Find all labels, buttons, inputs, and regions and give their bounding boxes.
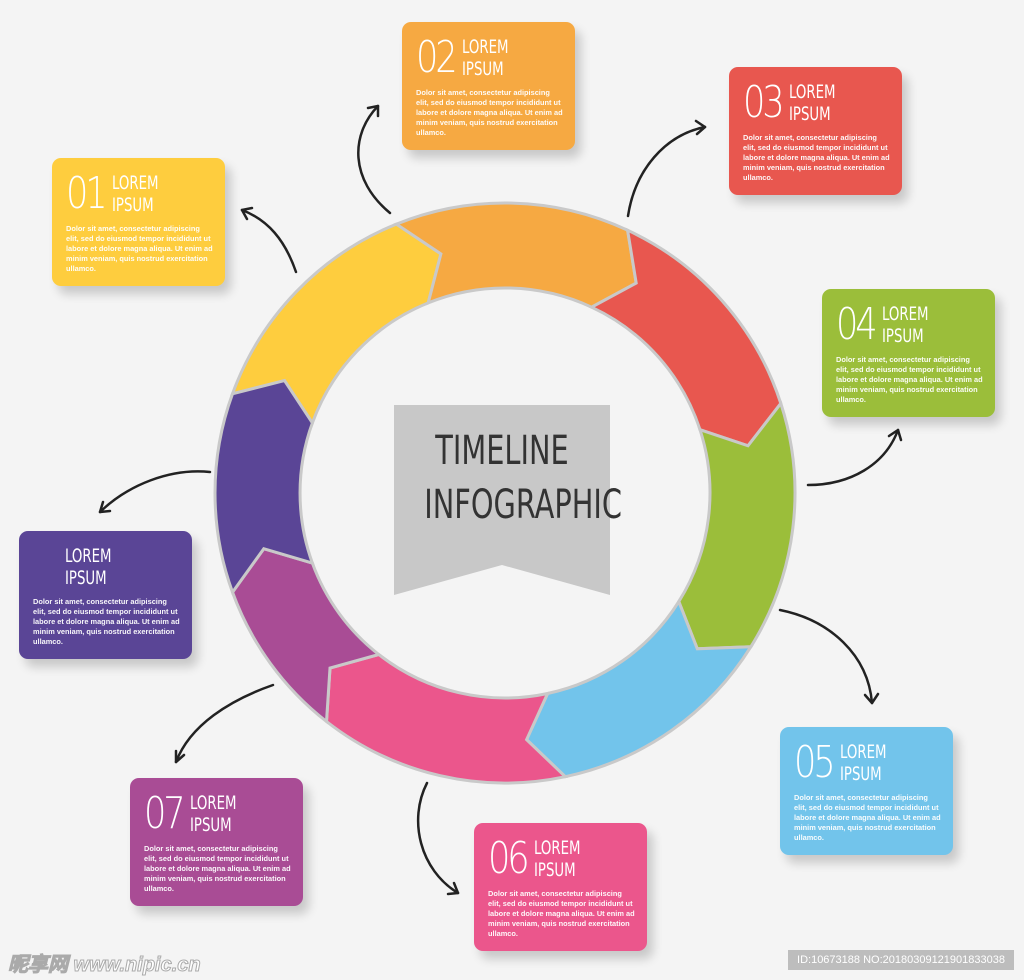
arrow-07 (174, 683, 275, 764)
step-title-line-1: LOREM (789, 81, 836, 103)
step-number: 07 (144, 788, 186, 839)
step-title-line-1: LOREM (840, 741, 887, 763)
step-title-line-1: LOREM (882, 303, 929, 325)
arrow-03 (626, 125, 707, 218)
arrow-06 (416, 781, 460, 895)
step-title-line-2: IPSUM (882, 325, 924, 347)
step-title-line-1: LOREM (112, 172, 159, 194)
step-title-line-2: IPSUM (112, 194, 154, 216)
step-title-line-2: IPSUM (65, 567, 107, 589)
step-number: 04 (836, 299, 878, 350)
step-description: Dolor sit amet, consectetur adipiscing e… (743, 133, 890, 182)
step-title-line-2: IPSUM (190, 814, 232, 836)
ring-segment-6 (324, 652, 569, 785)
step-title-line-1: LOREM (65, 545, 112, 567)
step-number: 05 (794, 737, 836, 788)
step-title-line-1: LOREM (534, 837, 581, 859)
arrows (98, 104, 903, 896)
step-description: Dolor sit amet, consectetur adipiscing e… (488, 889, 635, 938)
title-banner (394, 405, 610, 595)
step-number: 02 (416, 32, 458, 83)
step-number: 06 (488, 833, 530, 884)
watermark-id: ID:10673188 NO:20180309121901833038 (788, 950, 1014, 970)
step-number: 01 (66, 168, 108, 219)
step-description: Dolor sit amet, consectetur adipiscing e… (33, 597, 180, 646)
step-title-line-1: LOREM (190, 792, 237, 814)
step-title-line-1: LOREM (462, 36, 509, 58)
ring-segment-8 (213, 378, 315, 596)
watermark-logo: 昵享网 www.nipic.cn (8, 954, 202, 977)
arrow-05 (778, 608, 874, 705)
title-line-2: INFOGRAPHIC (424, 482, 623, 528)
step-description: Dolor sit amet, consectetur adipiscing e… (836, 355, 983, 404)
step-number: 03 (743, 77, 785, 128)
step-description: Dolor sit amet, consectetur adipiscing e… (794, 793, 941, 842)
title-line-1: TIMELINE (435, 428, 569, 474)
arrow-08 (98, 470, 212, 514)
arrow-01 (240, 208, 298, 274)
arrow-02 (357, 104, 392, 215)
step-description: Dolor sit amet, consectetur adipiscing e… (66, 224, 213, 273)
step-title-line-2: IPSUM (462, 58, 504, 80)
step-title-line-2: IPSUM (534, 859, 576, 881)
step-title-line-2: IPSUM (840, 763, 882, 785)
step-description: Dolor sit amet, consectetur adipiscing e… (144, 844, 291, 893)
step-description: Dolor sit amet, consectetur adipiscing e… (416, 88, 563, 137)
arrow-04 (806, 428, 900, 487)
step-title-line-2: IPSUM (789, 103, 831, 125)
